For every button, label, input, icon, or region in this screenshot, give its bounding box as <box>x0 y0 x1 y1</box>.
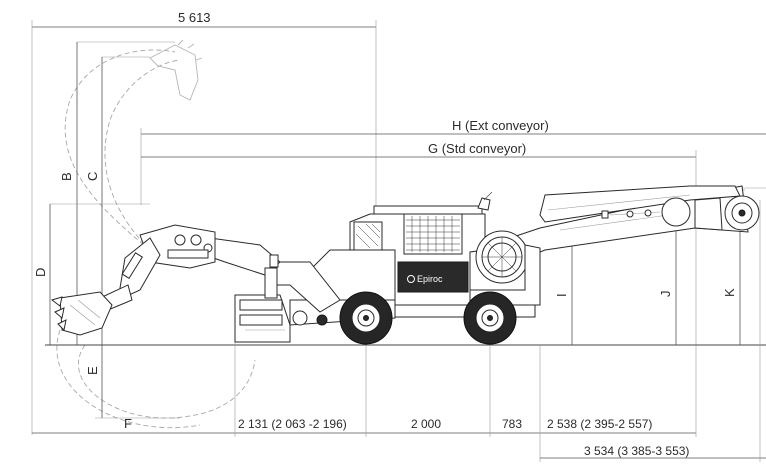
rear-wheel <box>463 291 517 345</box>
dim-axle-to-tail: 2 538 (2 395-2 557) <box>547 417 652 431</box>
dim-label-d: D <box>33 268 48 277</box>
dim-std-conveyor: G (Std conveyor) <box>428 141 526 156</box>
digging-bucket <box>50 291 113 336</box>
dim-wheelbase: 2 000 <box>411 417 441 431</box>
excavator-arm <box>99 224 341 313</box>
dim-label-k: K <box>722 288 737 297</box>
dim-label-e: E <box>85 366 100 375</box>
dim-label-f: F <box>124 416 132 431</box>
dimension-labels: 5 613 H (Ext conveyor) G (Std conveyor) … <box>33 10 737 458</box>
operator-controls <box>477 191 493 211</box>
rear-body: Epiroc <box>349 205 541 306</box>
arm-swing-envelope <box>56 39 256 429</box>
front-blade <box>234 294 328 343</box>
dim-label-j: J <box>658 291 673 298</box>
front-wheel <box>339 291 393 345</box>
brand-badge-text: Epiroc <box>417 274 443 284</box>
dim-front-to-axle: 2 131 (2 063 -2 196) <box>238 417 347 431</box>
dim-label-i: I <box>554 293 569 297</box>
epiroc-badge <box>397 261 469 293</box>
dim-overall-reach: 5 613 <box>178 10 211 25</box>
loader-machine: Epiroc <box>50 185 760 345</box>
dim-label-b: B <box>59 172 74 181</box>
raised-bucket-ghost <box>149 44 199 101</box>
dim-ext-conveyor: H (Ext conveyor) <box>452 118 549 133</box>
dim-rear-axle-offset: 783 <box>502 417 522 431</box>
conveyor-boom <box>479 185 760 269</box>
dim-label-c: C <box>85 172 100 181</box>
dim-tail-total: 3 534 (3 385-3 553) <box>584 444 689 458</box>
